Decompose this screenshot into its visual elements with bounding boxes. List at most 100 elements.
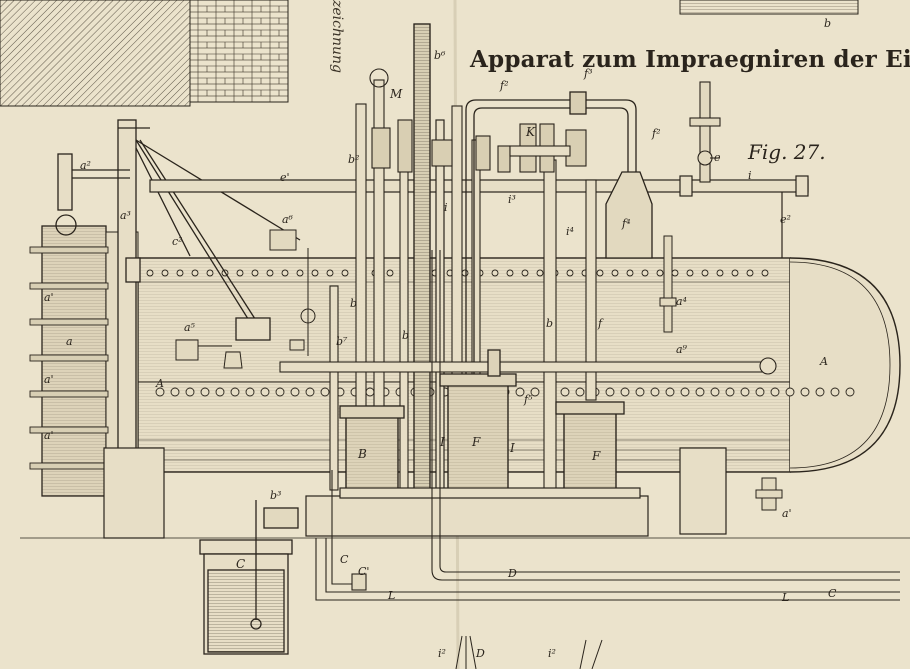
pipe-a9: [279, 357, 777, 375]
pipe-f2: [465, 91, 653, 400]
rivet: [491, 269, 499, 277]
label-C-right: C: [828, 587, 837, 600]
rivet: [650, 387, 660, 397]
label-b7: b⁷: [336, 335, 348, 348]
margin-text: zeichnung: [329, 0, 345, 74]
rivet: [785, 387, 795, 397]
rivet: [575, 387, 585, 397]
label-b-top: b: [824, 17, 832, 30]
flange-bolt: [29, 246, 109, 254]
rivet: [611, 269, 619, 277]
rivet: [290, 387, 300, 397]
rivet: [191, 269, 199, 277]
rivet: [830, 387, 840, 397]
cock-a5: [175, 339, 243, 369]
label-e-prime: e': [280, 171, 290, 184]
rivet: [596, 269, 604, 277]
vessel-F-right: [555, 401, 625, 495]
label-a-prime-right: a': [782, 507, 792, 520]
label-f2-right: f²: [652, 127, 661, 140]
label-e2: e²: [780, 213, 791, 226]
rivet: [245, 387, 255, 397]
rivet: [515, 387, 525, 397]
flange-bolt: [29, 426, 109, 434]
rivet: [695, 387, 705, 397]
rivet: [635, 387, 645, 397]
rivet: [521, 269, 529, 277]
label-b3: b³: [270, 489, 282, 502]
label-K: K: [526, 125, 535, 139]
rivet: [536, 269, 544, 277]
rivet: [560, 387, 570, 397]
rivet: [506, 269, 514, 277]
rivet: [716, 269, 724, 277]
label-b-1: b: [350, 297, 358, 310]
rivet: [740, 387, 750, 397]
tank-C: [199, 500, 299, 655]
label-a-prime-2: a': [44, 373, 54, 386]
rivet: [281, 269, 289, 277]
rivet: [230, 387, 240, 397]
label-f: f: [598, 317, 603, 330]
drain-valve: [755, 477, 783, 511]
label-F-right: F: [592, 449, 601, 463]
plate-title: Apparat zum Impraegniren der Eisenba: [470, 46, 910, 73]
label-M: M: [390, 87, 403, 101]
rivet: [251, 269, 259, 277]
rivet: [161, 269, 169, 277]
label-a5: a⁵: [184, 321, 195, 334]
top-right-box: [679, 0, 859, 15]
rivet: [800, 387, 810, 397]
label-c2: c²: [172, 235, 183, 248]
rivet: [710, 387, 720, 397]
rivet: [665, 387, 675, 397]
rivet: [770, 387, 780, 397]
gear-train: [371, 119, 587, 173]
rivet: [155, 387, 165, 397]
flange-bolt: [29, 462, 109, 470]
flange-bolt: [29, 390, 109, 398]
rivet: [275, 387, 285, 397]
rivet: [686, 269, 694, 277]
rivet: [215, 387, 225, 397]
rivet: [311, 269, 319, 277]
label-b-2: b: [402, 329, 410, 342]
rivet: [176, 269, 184, 277]
valve-e: [689, 81, 721, 183]
label-i: i: [748, 169, 752, 182]
rivet: [386, 269, 394, 277]
label-a9: a⁹: [676, 343, 687, 356]
label-b2: b²: [348, 153, 360, 166]
rivet: [671, 269, 679, 277]
masonry-fragment: [0, 0, 289, 107]
label-A-right: A: [820, 355, 828, 368]
rivet: [755, 387, 765, 397]
rivet: [761, 269, 769, 277]
label-C-tank: C: [236, 557, 246, 571]
label-f3: f³: [584, 67, 593, 80]
label-a-prime-1: a': [44, 291, 54, 304]
rivet: [620, 387, 630, 397]
label-D: D: [508, 567, 517, 580]
label-i4: i⁴: [566, 225, 574, 238]
flange-bolt: [29, 282, 109, 290]
rivet: [725, 387, 735, 397]
bottom-fragment: [455, 635, 603, 669]
rivet: [326, 269, 334, 277]
rivet: [641, 269, 649, 277]
label-i-top: i: [444, 201, 448, 214]
label-b-3: b: [546, 317, 554, 330]
vessel-B: [339, 405, 405, 497]
rivet: [701, 269, 709, 277]
rivet: [206, 269, 214, 277]
label-i2-bottom: i²: [438, 647, 446, 660]
label-L-right: L: [782, 591, 790, 604]
label-B: B: [358, 447, 367, 461]
rivet: [305, 387, 315, 397]
figure-label: Fig. 27.: [748, 140, 826, 164]
label-a3: a³: [120, 209, 131, 222]
underground-pipes: [315, 250, 900, 601]
rivet: [815, 387, 825, 397]
